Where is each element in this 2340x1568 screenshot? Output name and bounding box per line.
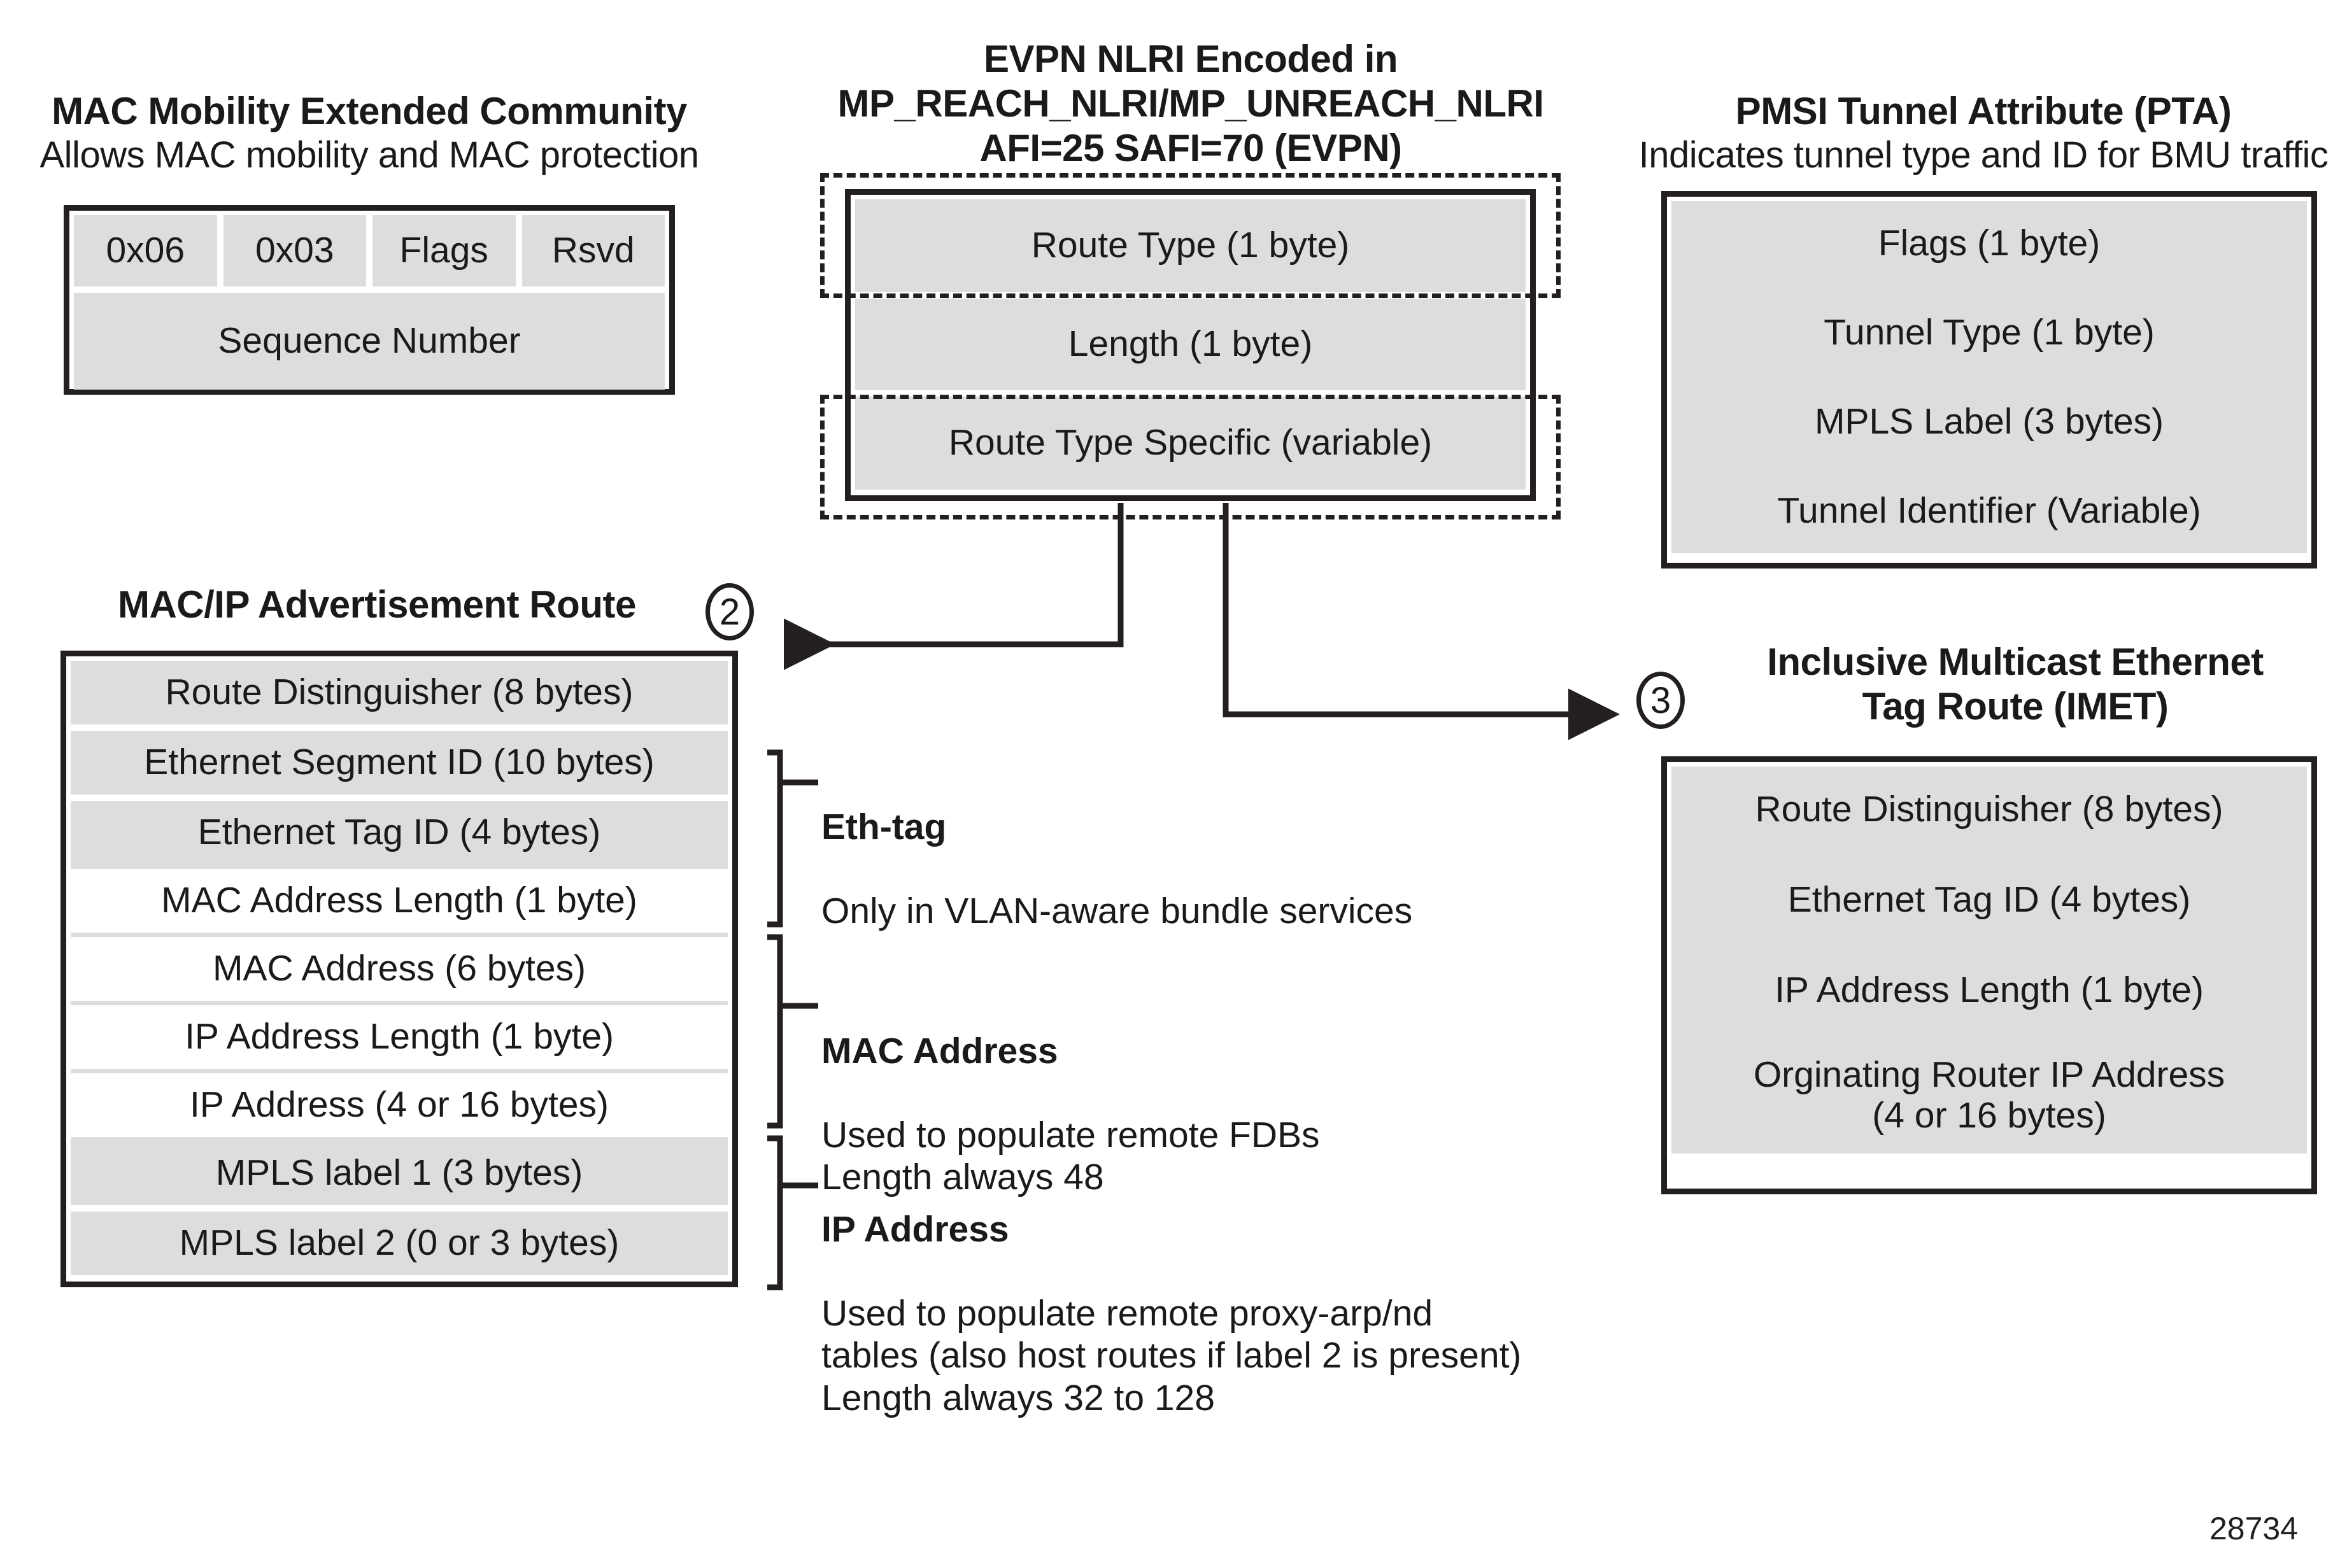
annotation-mac-address-body: Used to populate remote FDBs Length alwa… [821, 1115, 1320, 1198]
evpn-nlri-packet-table: Route Type (1 byte) Length (1 byte) Rout… [845, 189, 1536, 501]
row-divider [1671, 1033, 2307, 1038]
mac-ip-route-cell-mpls-label-2: MPLS label 2 (0 or 3 bytes) [71, 1211, 728, 1275]
mac-ip-route-cell-mpls-label-1: MPLS label 1 (3 bytes) [71, 1141, 728, 1205]
annotation-ip-address: IP Address Used to populate remote proxy… [821, 1166, 1662, 1419]
evpn-nlri-title-line1: EVPN NLRI Encoded in [983, 38, 1398, 80]
evpn-nlri-cell-length: Length (1 byte) [855, 299, 1526, 390]
annotation-mac-address: MAC Address Used to populate remote FDBs… [821, 988, 1617, 1199]
mac-ip-route-cell-mac-address: MAC Address (6 bytes) [71, 937, 728, 1001]
mac-ip-route-cell-eth-tag-id: Ethernet Tag ID (4 bytes) [71, 801, 728, 865]
mac-mobility-title: MAC Mobility Extended Community [52, 90, 687, 132]
imet-cell-eth-tag-id: Ethernet Tag ID (4 bytes) [1671, 857, 2307, 943]
mac-mobility-subtitle: Allows MAC mobility and MAC protection [39, 134, 699, 176]
row-divider [71, 1069, 728, 1073]
annotation-ip-address-body: Used to populate remote proxy-arp/nd tab… [821, 1293, 1522, 1418]
mac-ip-route-cell-mac-addr-length: MAC Address Length (1 byte) [71, 869, 728, 933]
mac-ip-route-cell-ip-address: IP Address (4 or 16 bytes) [71, 1073, 728, 1137]
step-marker-3: 3 [1636, 672, 1685, 729]
row-divider [74, 286, 665, 293]
bracket-mac-address [767, 934, 818, 1129]
row-divider [71, 865, 728, 869]
step-marker-3-label: 3 [1650, 679, 1671, 721]
mac-ip-route-packet-table: Route Distinguisher (8 bytes) Ethernet S… [60, 651, 738, 1287]
mac-mobility-title-block: MAC Mobility Extended Community Allows M… [13, 89, 726, 177]
pta-cell-flags: Flags (1 byte) [1671, 201, 2307, 286]
pta-cell-tunnel-identifier: Tunnel Identifier (Variable) [1671, 469, 2307, 553]
pta-cell-tunnel-type: Tunnel Type (1 byte) [1671, 290, 2307, 375]
evpn-nlri-title-line3: AFI=25 SAFI=70 (EVPN) [979, 127, 1402, 170]
row-divider [1671, 852, 2307, 857]
pta-subtitle: Indicates tunnel type and ID for BMU tra… [1638, 134, 2329, 176]
mac-ip-route-cell-rd: Route Distinguisher (8 bytes) [71, 661, 728, 724]
pta-cell-mpls-label: MPLS Label (3 bytes) [1671, 379, 2307, 464]
pta-packet-table: Flags (1 byte) Tunnel Type (1 byte) MPLS… [1661, 191, 2317, 569]
pta-title-block: PMSI Tunnel Attribute (PTA) Indicates tu… [1627, 89, 2340, 177]
imet-cell-originating-router-ip: Orginating Router IP Address (4 or 16 by… [1671, 1038, 2307, 1154]
annotation-eth-tag-heading: Eth-tag [821, 807, 947, 848]
connector-to-imet-route [1223, 503, 1620, 740]
row-divider [1671, 943, 2307, 947]
evpn-nlri-cell-route-type-specific: Route Type Specific (variable) [855, 397, 1526, 490]
row-divider [1671, 286, 2307, 290]
imet-packet-table: Route Distinguisher (8 bytes) Ethernet T… [1661, 756, 2317, 1194]
imet-title-line1: Inclusive Multicast Ethernet [1767, 640, 2264, 683]
annotation-mac-address-heading: MAC Address [821, 1031, 1058, 1072]
annotation-eth-tag: Eth-tag Only in VLAN-aware bundle servic… [821, 764, 1617, 932]
step-marker-2: 2 [706, 583, 754, 640]
mac-mobility-cell-subtype: 0x03 [223, 215, 366, 286]
mac-mobility-top-row: 0x06 0x03 Flags Rsvd [74, 215, 665, 286]
evpn-nlri-title-block: EVPN NLRI Encoded in MP_REACH_NLRI/MP_UN… [770, 37, 1611, 171]
evpn-nlri-title-line2: MP_REACH_NLRI/MP_UNREACH_NLRI [837, 82, 1544, 125]
imet-title-line2: Tag Route (IMET) [1862, 685, 2169, 728]
mac-ip-route-cell-ip-addr-length: IP Address Length (1 byte) [71, 1005, 728, 1069]
row-divider [1671, 464, 2307, 469]
cell-divider [366, 215, 372, 286]
mac-mobility-cell-rsvd: Rsvd [521, 215, 665, 286]
row-divider [71, 724, 728, 731]
mac-ip-route-title: MAC/IP Advertisement Route [118, 583, 636, 626]
row-divider [71, 1205, 728, 1211]
pta-title: PMSI Tunnel Attribute (PTA) [1735, 90, 2232, 132]
mac-mobility-cell-type: 0x06 [74, 215, 217, 286]
annotation-eth-tag-body: Only in VLAN-aware bundle services [821, 891, 1413, 932]
bracket-ip-address [767, 1135, 818, 1290]
imet-cell-rd: Route Distinguisher (8 bytes) [1671, 766, 2307, 852]
evpn-nlri-cell-route-type: Route Type (1 byte) [855, 199, 1526, 292]
step-marker-2-label: 2 [719, 591, 741, 633]
annotation-ip-address-heading: IP Address [821, 1209, 1009, 1250]
connector-to-mac-ip-route [784, 503, 1124, 670]
row-divider [71, 933, 728, 937]
row-divider [855, 292, 1526, 299]
row-divider [855, 390, 1526, 397]
row-divider [71, 795, 728, 801]
imet-title-block: Inclusive Multicast Ethernet Tag Route (… [1700, 640, 2330, 729]
mac-ip-route-cell-esi: Ethernet Segment ID (10 bytes) [71, 731, 728, 795]
imet-cell-ip-addr-length: IP Address Length (1 byte) [1671, 947, 2307, 1033]
figure-id-number: 28734 [2209, 1511, 2299, 1546]
mac-ip-route-title-block: MAC/IP Advertisement Route [118, 583, 691, 627]
row-divider [71, 1001, 728, 1005]
cell-divider [515, 215, 522, 286]
row-divider [71, 1137, 728, 1141]
cell-divider [216, 215, 223, 286]
mac-mobility-packet-table: 0x06 0x03 Flags Rsvd Sequence Number [64, 205, 675, 395]
mac-mobility-cell-sequence-number: Sequence Number [74, 293, 665, 390]
mac-mobility-cell-flags: Flags [372, 215, 516, 286]
row-divider [1671, 375, 2307, 379]
bracket-eth-tag [767, 749, 818, 928]
